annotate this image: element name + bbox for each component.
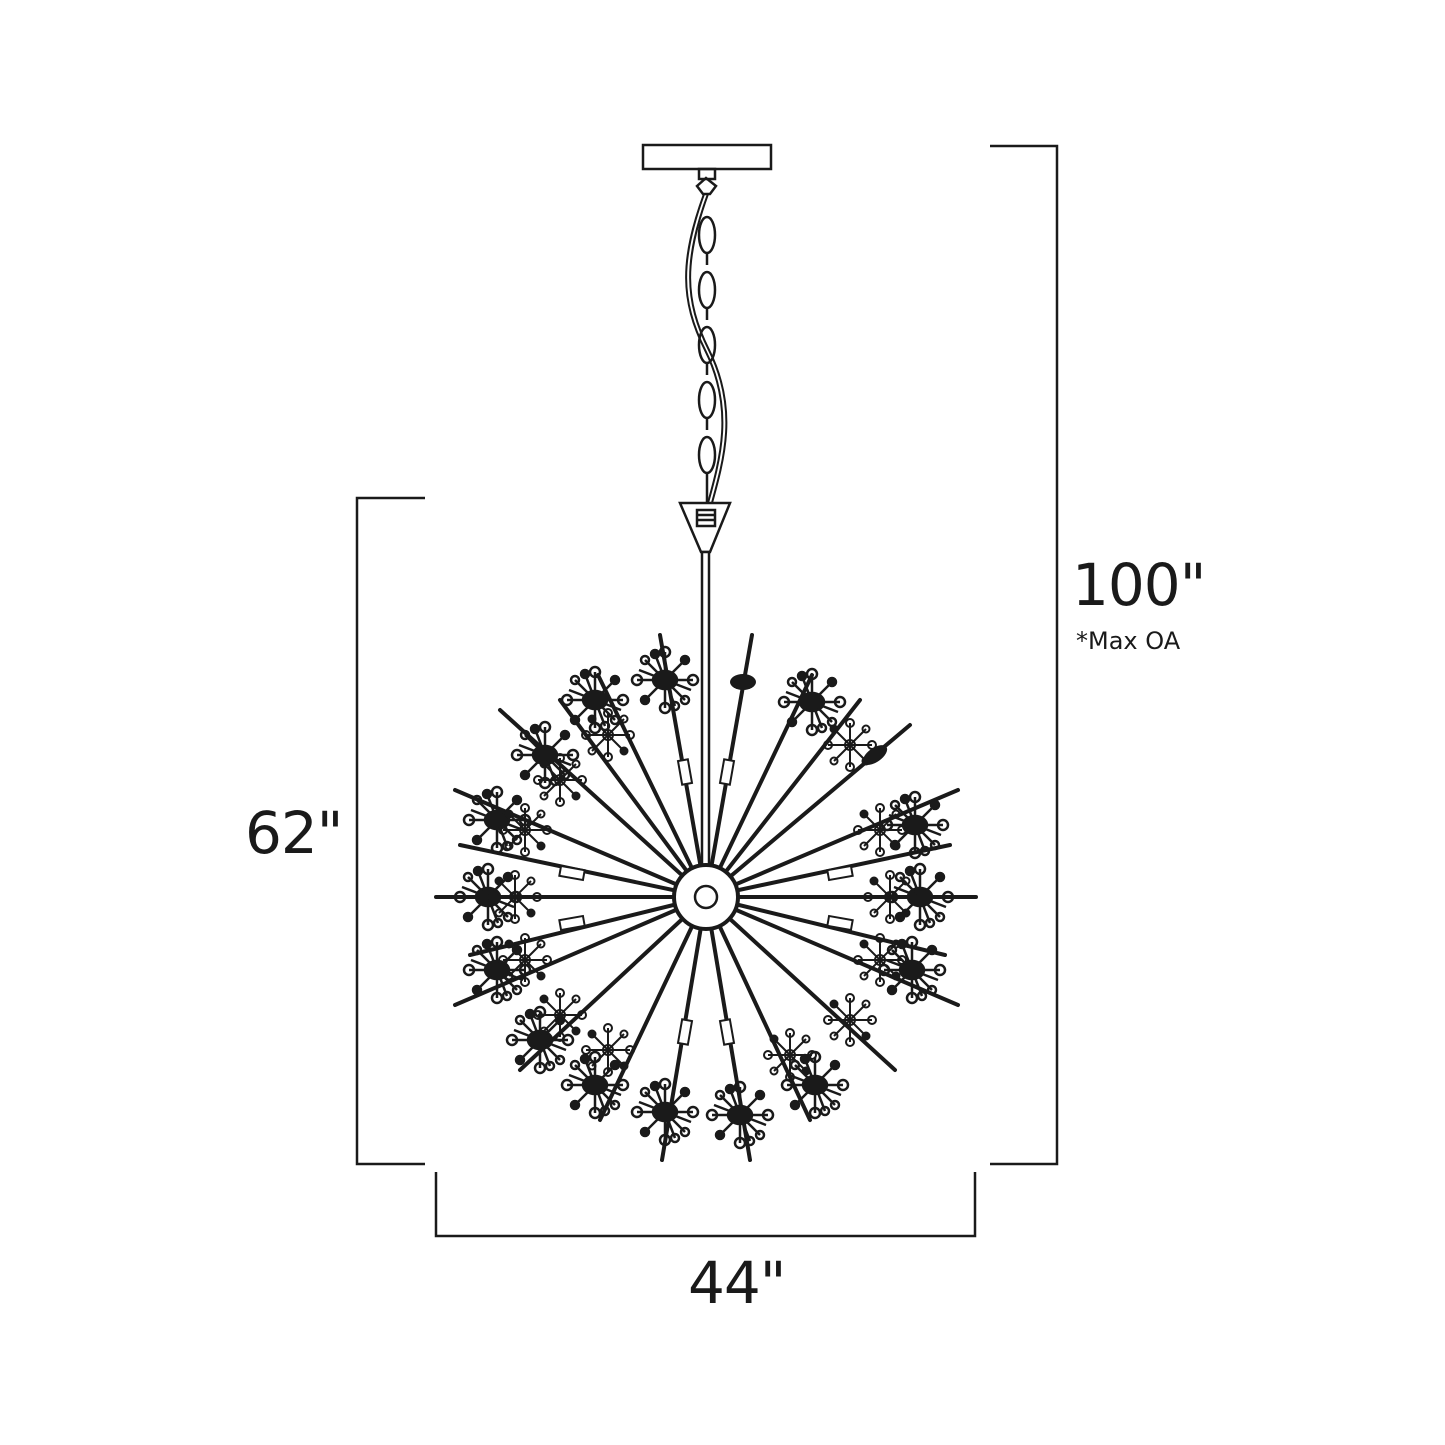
fixture-width-label: 44" xyxy=(688,1249,786,1317)
overall-height-bracket xyxy=(990,144,1059,1166)
fixture-height-label: 62" xyxy=(245,799,343,867)
overall-height-label: 100" xyxy=(1072,551,1206,619)
center-hub xyxy=(672,863,740,931)
downrod xyxy=(700,550,711,874)
canopy xyxy=(641,143,773,171)
dimension-lines xyxy=(355,144,1059,1238)
max-oa-note: *Max OA xyxy=(1076,627,1181,655)
fixture-height-bracket xyxy=(355,496,425,1166)
fixture-width-bracket xyxy=(434,1172,977,1238)
hanging-assembly xyxy=(641,143,773,874)
